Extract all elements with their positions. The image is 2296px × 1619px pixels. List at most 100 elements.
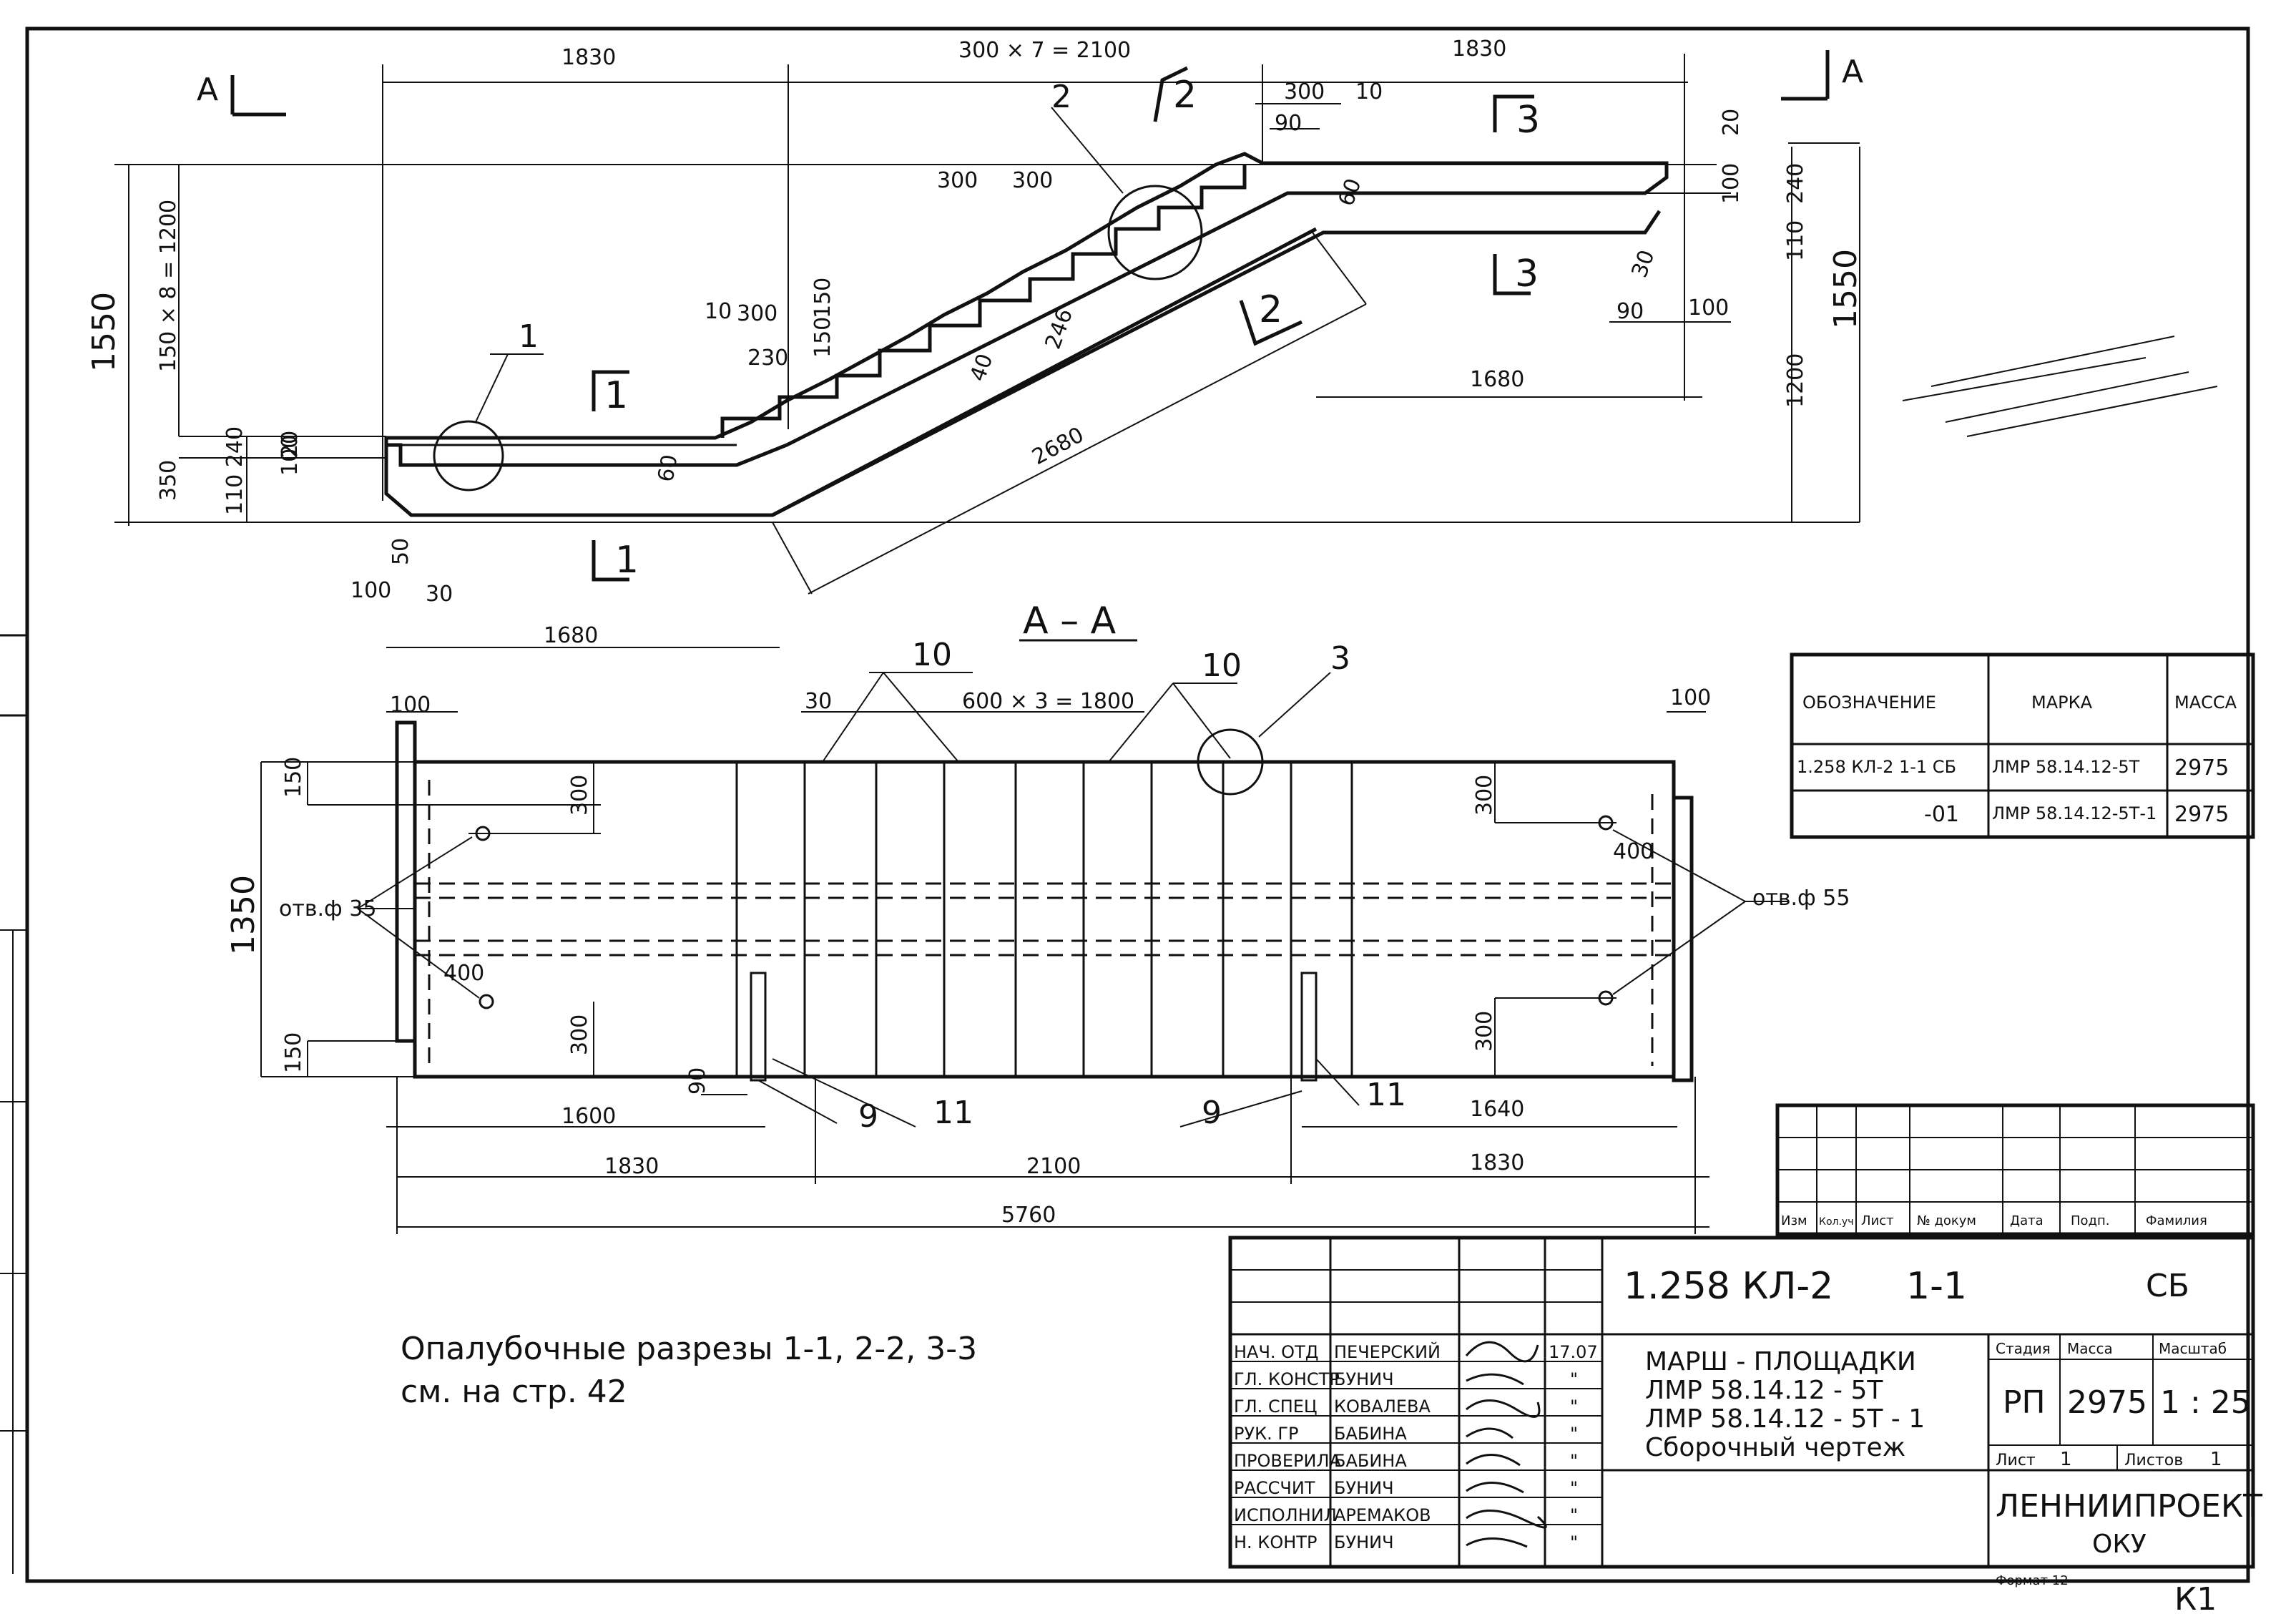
- dim-label: 1550: [86, 292, 122, 372]
- dim-label: 400: [443, 961, 484, 986]
- spec-cell: -01: [1924, 802, 1959, 827]
- dim-label: 90: [1616, 299, 1644, 324]
- dim-label: 1600: [561, 1104, 616, 1129]
- callout-number: 2: [1051, 79, 1071, 115]
- dim-label: 100: [1688, 295, 1729, 321]
- section-marker-g2: 2: [1153, 66, 1197, 122]
- section-marker-a-right: A: [1781, 50, 1863, 101]
- drawing-text: 1: [615, 539, 639, 582]
- dim-label: 1640: [1470, 1097, 1524, 1122]
- dim-label: 50: [388, 538, 413, 565]
- dim-label: 400: [1613, 839, 1654, 864]
- dim-label: 1830: [561, 45, 616, 70]
- drawing-text: 2: [1173, 74, 1197, 117]
- drawing-text: 1: [604, 374, 628, 417]
- dim-label: 246: [1041, 305, 1078, 353]
- dim-label: 150: [281, 757, 306, 798]
- dim-label: 60: [1334, 175, 1367, 210]
- revision-header: Дата: [2010, 1213, 2044, 1228]
- spec-header-designation: ОБОЗНАЧЕНИЕ: [1802, 693, 1936, 713]
- doc-sheet-no: 1-1: [1906, 1265, 1967, 1308]
- dim-label: 350: [156, 460, 181, 501]
- dim-label: 110: [1783, 220, 1808, 261]
- dim-label: 10: [1355, 79, 1383, 104]
- dim-label: 300: [1472, 775, 1497, 816]
- dim-label: 1830: [1470, 1150, 1524, 1175]
- dim-label: 5760: [1001, 1203, 1056, 1228]
- dim-label: 150 × 8 = 1200: [156, 200, 181, 372]
- revision-header: Лист: [1861, 1213, 1894, 1228]
- spec-header-mass: МАССА: [2174, 693, 2237, 713]
- flight-outline: [384, 152, 1669, 467]
- detail-callout-circle-1: [433, 420, 504, 491]
- drawing-text: ": [1570, 1505, 1578, 1525]
- department: ОКУ: [2092, 1530, 2147, 1559]
- dim-label: 240: [1783, 163, 1808, 204]
- drawing-name-2: ЛМР 58.14.12 - 5Т: [1645, 1376, 1883, 1405]
- dim-label: 30: [426, 582, 453, 607]
- note-line-1: Опалубочные разрезы 1-1, 2-2, 3-3: [401, 1331, 977, 1367]
- drawing-text: A: [197, 72, 218, 108]
- drawing-text: ": [1570, 1424, 1578, 1444]
- drawing-name-3: ЛМР 58.14.12 - 5Т - 1: [1645, 1404, 1925, 1434]
- drawing-text: ": [1570, 1451, 1578, 1471]
- dim-label: 2680: [1028, 422, 1088, 470]
- stray-marks: [1902, 336, 2218, 437]
- staff-roles: НАЧ. ОТД ГЛ. КОНСТР ГЛ. СПЕЦ РУК. ГР ПРО…: [1234, 1342, 1342, 1552]
- revision-header: Изм: [1781, 1213, 1807, 1228]
- revision-header: Кол.уч: [1819, 1216, 1853, 1228]
- doc-type: СБ: [2146, 1268, 2189, 1304]
- hole-label-right: отв.ф 55: [1752, 886, 1850, 911]
- dim-label: 300: [1012, 168, 1053, 193]
- detail-callout-circle-3: [1197, 728, 1264, 796]
- dim-label: 30: [1627, 247, 1660, 281]
- drawing-text: A: [1842, 54, 1863, 90]
- drawing-text: ГЛ. СПЕЦ: [1234, 1397, 1318, 1417]
- drawing-text: ": [1570, 1397, 1578, 1417]
- mass-label: Масса: [2067, 1340, 2113, 1357]
- revision-header: Подп.: [2071, 1213, 2109, 1228]
- list-no: 1: [2060, 1449, 2072, 1470]
- scale-value: 1 : 25: [2160, 1384, 2251, 1421]
- callout-number: 11: [933, 1095, 973, 1131]
- sheet-frame: [0, 26, 2250, 1583]
- section-marker-g1: 1: [592, 370, 629, 417]
- dim-label: 1350: [225, 875, 262, 955]
- dim-label: 20: [1719, 109, 1744, 136]
- drawing-text: ПЕЧЕРСКИЙ: [1334, 1341, 1441, 1362]
- title-block: 1.258 КЛ-2 1-1 СБ МАРШ - ПЛОЩАДКИ ЛМР 58…: [1228, 1236, 2262, 1618]
- drawing-text: РУК. ГР: [1234, 1424, 1299, 1444]
- note-line-2: см. на стр. 42: [401, 1374, 627, 1410]
- drawing-text: ": [1570, 1532, 1578, 1552]
- drawing-note: Опалубочные разрезы 1-1, 2-2, 3-3 см. на…: [401, 1331, 977, 1410]
- scale-label: Масштаб: [2159, 1340, 2227, 1357]
- spec-cell: 2975: [2174, 802, 2229, 827]
- sheet-format: Формат 12: [1996, 1573, 2069, 1588]
- specification-table: ОБОЗНАЧЕНИЕ МАРКА МАССА 1.258 КЛ-2 1-1 С…: [1790, 652, 2255, 839]
- callout-number: 11: [1366, 1077, 1406, 1113]
- dim-label: 30: [805, 689, 832, 714]
- dim-label: 20: [278, 431, 303, 458]
- drawing-text: БУНИЧ: [1334, 1532, 1394, 1552]
- spec-cell: 2975: [2174, 755, 2229, 781]
- section-marker-a-left: A: [197, 72, 286, 117]
- organization: ЛЕННИИПРОЕКТ: [1996, 1488, 2262, 1525]
- dim-label: 100: [390, 693, 431, 718]
- step-lines: [735, 762, 1353, 1077]
- dim-label: 300: [1284, 79, 1325, 104]
- dim-label: 2100: [1026, 1154, 1081, 1179]
- drawing-text: ": [1570, 1369, 1578, 1389]
- dim-label: 40: [966, 351, 999, 385]
- lists-no: 1: [2210, 1449, 2222, 1470]
- section-marker-g3: 3: [1493, 94, 1540, 142]
- drawing-text: 17.07: [1549, 1342, 1598, 1362]
- corner-mark: К1: [2174, 1581, 2217, 1618]
- drawing-name-4: Сборочный чертеж: [1645, 1433, 1905, 1462]
- dim-label: 300: [567, 775, 592, 816]
- drawing-text: ПРОВЕРИЛА: [1234, 1451, 1342, 1471]
- dim-label: 90: [685, 1067, 710, 1095]
- spec-cell: ЛМР 58.14.12-5Т-1: [1992, 803, 2157, 823]
- revision-table: Изм Кол.уч Лист № докум Дата Подп. Фамил…: [1775, 1103, 2255, 1236]
- drawing-text: БАБИНА: [1334, 1424, 1407, 1444]
